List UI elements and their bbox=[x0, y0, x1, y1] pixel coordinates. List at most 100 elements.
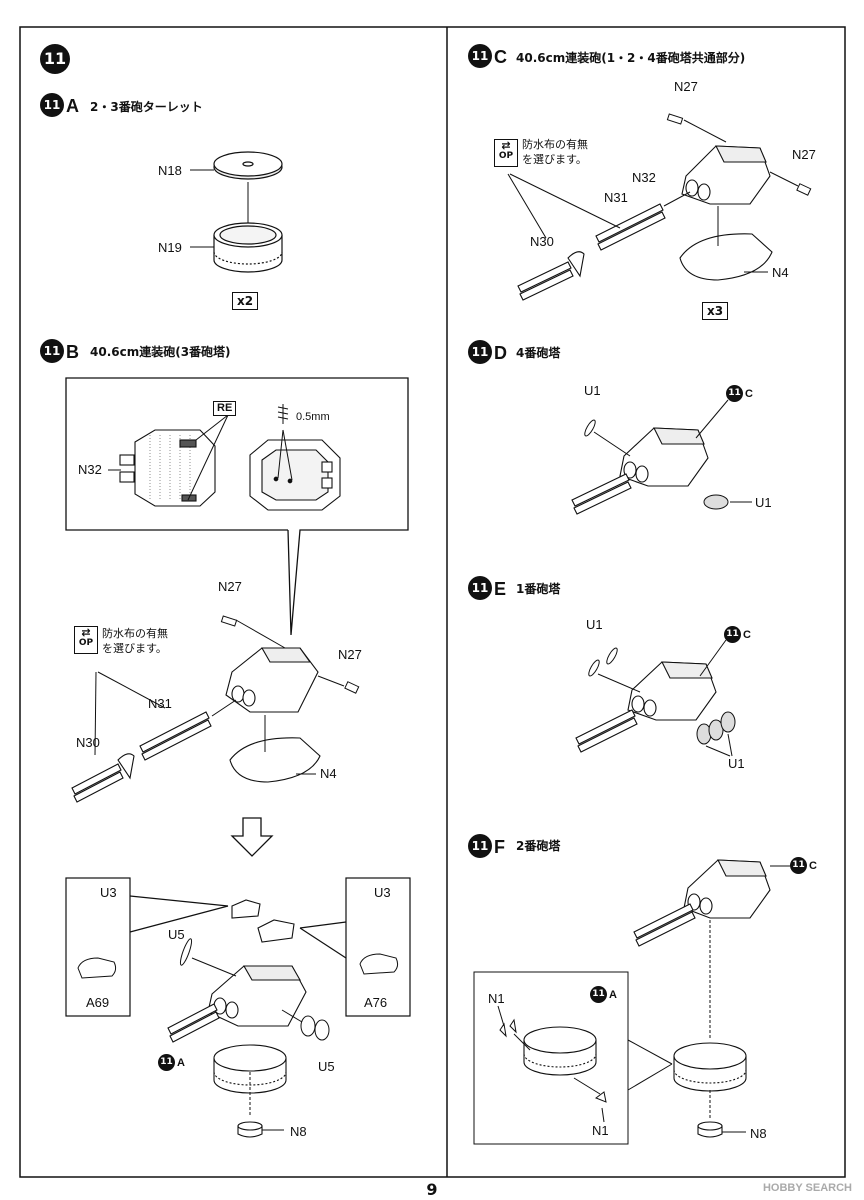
detail-callout-box bbox=[65, 377, 409, 636]
part-label-n8-f: N8 bbox=[750, 1126, 767, 1141]
turret-assembly-e bbox=[575, 661, 717, 753]
part-label-n31-b: N31 bbox=[148, 696, 172, 711]
part-label-u5-top: U5 bbox=[168, 927, 185, 942]
op-label-b: OP bbox=[78, 638, 94, 648]
part-label-n4-c: N4 bbox=[772, 265, 789, 280]
part-label-n30-c: N30 bbox=[530, 234, 554, 249]
substep-e-title: 1番砲塔 bbox=[516, 582, 561, 596]
part-label-n18: N18 bbox=[158, 163, 182, 178]
ref-letter-11a-f: A bbox=[609, 989, 617, 1001]
part-n1 bbox=[499, 1018, 607, 1103]
part-label-n27-b2: N27 bbox=[338, 647, 362, 662]
part-label-a69: A69 bbox=[86, 995, 110, 1010]
ref-badge-11c-f: 11 bbox=[790, 857, 807, 874]
part-label-u5-bottom: U5 bbox=[318, 1059, 335, 1074]
op-note-b: 防水布の有無 を選びます。 bbox=[102, 627, 168, 655]
substep-c-letter: C bbox=[494, 47, 507, 67]
part-label-n1-f2: N1 bbox=[592, 1123, 609, 1138]
ref-letter-11c-d: C bbox=[745, 388, 753, 400]
part-u1-d bbox=[584, 419, 729, 510]
part-label-a76: A76 bbox=[364, 995, 388, 1010]
turret-base-n4-c bbox=[679, 233, 773, 281]
substep-a-title: 2・3番砲ターレット bbox=[90, 100, 203, 114]
inset-a76 bbox=[345, 877, 411, 1017]
ref-badge-11c-e: 11 bbox=[724, 626, 741, 643]
op-note-c: 防水布の有無 を選びます。 bbox=[522, 138, 588, 166]
part-label-n8-b: N8 bbox=[290, 1124, 307, 1139]
ref-letter-11c-f: C bbox=[809, 860, 817, 872]
turret-ring-n19 bbox=[213, 222, 283, 273]
substep-d-badge: 11 bbox=[468, 340, 492, 364]
substep-f-letter: F bbox=[494, 837, 505, 857]
substep-f-title: 2番砲塔 bbox=[516, 839, 561, 853]
substep-c-badge: 11 bbox=[468, 44, 492, 68]
substep-b-letter: B bbox=[66, 342, 79, 362]
ref-badge-11a-b: 11 bbox=[158, 1054, 175, 1071]
barrels-n30-c bbox=[517, 251, 585, 301]
part-label-n19: N19 bbox=[158, 240, 182, 255]
turret-ring-f bbox=[673, 1042, 747, 1138]
quantity-badge-c: x3 bbox=[702, 302, 729, 320]
part-label-u1-d2: U1 bbox=[755, 495, 772, 510]
part-a76 bbox=[359, 953, 399, 975]
re-icon: RE bbox=[213, 401, 237, 416]
substep-c-title: 40.6cm連装砲(1・2・4番砲塔共通部分) bbox=[516, 51, 746, 65]
inset-f-n1 bbox=[473, 971, 629, 1145]
substep-b-badge: 11 bbox=[40, 339, 64, 363]
barrels-n30-b bbox=[71, 753, 135, 803]
part-label-u1-e1: U1 bbox=[586, 617, 603, 632]
part-label-n27-c2: N27 bbox=[792, 147, 816, 162]
barrels-n31-c bbox=[595, 203, 666, 251]
turret-assembly-f bbox=[633, 859, 771, 947]
turret-base-n4-b bbox=[229, 737, 321, 783]
part-label-n27-b1: N27 bbox=[218, 579, 242, 594]
substep-b-title: 40.6cm連装砲(3番砲塔) bbox=[90, 345, 231, 359]
quantity-badge-a: x2 bbox=[232, 292, 259, 310]
ref-letter-11a-b: A bbox=[177, 1057, 185, 1069]
substep-d-letter: D bbox=[494, 343, 507, 363]
watermark: HOBBY SEARCH bbox=[762, 1182, 852, 1194]
part-u1-e bbox=[588, 647, 736, 745]
drill-size-label: 0.5mm bbox=[296, 411, 330, 423]
step-badge: 11 bbox=[40, 44, 70, 74]
inset-a69 bbox=[65, 877, 131, 1017]
substep-d-title: 4番砲塔 bbox=[516, 346, 561, 360]
op-label-c: OP bbox=[498, 151, 514, 161]
turret-assembly-lower bbox=[167, 899, 307, 1043]
part-label-n4-b: N4 bbox=[320, 766, 337, 781]
part-label-n27-c1: N27 bbox=[674, 79, 698, 94]
op-icon-b: ⇄OP bbox=[74, 626, 98, 654]
substep-a-letter: A bbox=[66, 96, 79, 116]
turret-assembly-b bbox=[225, 647, 319, 713]
part-label-u1-e2: U1 bbox=[728, 756, 745, 771]
part-label-n1-f1: N1 bbox=[488, 991, 505, 1006]
substep-a-badge: 11 bbox=[40, 93, 64, 117]
turret-top-view-left bbox=[119, 429, 216, 507]
ref-letter-11c-e: C bbox=[743, 629, 751, 641]
part-label-n31-c: N31 bbox=[604, 190, 628, 205]
substep-e-badge: 11 bbox=[468, 576, 492, 600]
page-frame bbox=[19, 26, 846, 1178]
turret-ring-lower bbox=[213, 1044, 287, 1138]
turret-underside-view bbox=[249, 439, 341, 511]
substep-f-badge: 11 bbox=[468, 834, 492, 858]
turret-ring-inset-f bbox=[523, 1026, 597, 1076]
part-n27-b bbox=[220, 615, 360, 694]
turret-assembly-c bbox=[681, 145, 771, 205]
part-label-u1-d1: U1 bbox=[584, 383, 601, 398]
part-u5 bbox=[179, 938, 330, 1041]
ref-badge-11a-f: 11 bbox=[590, 986, 607, 1003]
ref-badge-11c-d: 11 bbox=[726, 385, 743, 402]
part-label-n30-b: N30 bbox=[76, 735, 100, 750]
part-a69 bbox=[77, 957, 117, 979]
barrels-n31-b bbox=[139, 711, 212, 761]
part-label-u3-left: U3 bbox=[100, 885, 117, 900]
down-arrow bbox=[230, 817, 274, 857]
part-label-n32-b: N32 bbox=[78, 462, 102, 477]
op-icon-c: ⇄OP bbox=[494, 139, 518, 167]
substep-e-letter: E bbox=[494, 579, 507, 599]
part-n27-c bbox=[666, 113, 812, 196]
turret-disc-n18 bbox=[213, 151, 283, 180]
page-number: 9 bbox=[426, 1180, 438, 1199]
